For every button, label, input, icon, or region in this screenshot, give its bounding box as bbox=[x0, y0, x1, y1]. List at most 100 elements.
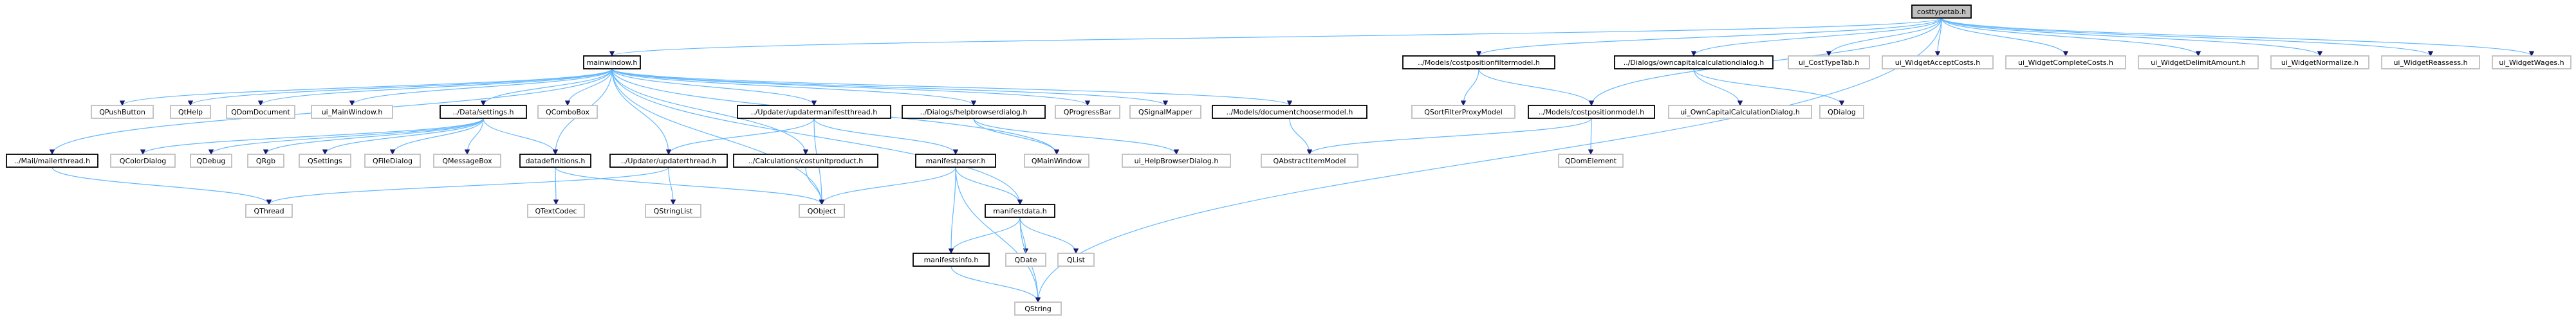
node-label: costtypetab.h bbox=[1917, 8, 1966, 16]
node-label: ui_MainWindow.h bbox=[322, 108, 383, 116]
node-label: QDomDocument bbox=[231, 108, 290, 116]
node-box bbox=[311, 105, 393, 119]
node-label: ../Models/documentchoosermodel.h bbox=[1227, 108, 1353, 116]
node-label: QList bbox=[1067, 256, 1086, 264]
edge-mainwindow-to-helpbrowserdialog bbox=[611, 68, 977, 106]
node-label: QProgressBar bbox=[1064, 108, 1112, 116]
edge-costtypetab-to-costpositionfiltermodel bbox=[1476, 17, 1942, 57]
edge-settings-to-datadefinitions bbox=[483, 118, 559, 155]
node-mainwindow[interactable]: mainwindow.h bbox=[583, 55, 641, 69]
node-ui-widgetdelimitamount: ui_WidgetDelimitAmount.h bbox=[2138, 55, 2259, 69]
edge-mainwindow-to-qprogressbar bbox=[611, 68, 1091, 106]
edge-helpbrowserdialog-to-ui-helpbrowserdialog bbox=[973, 118, 1180, 155]
node-box bbox=[1911, 4, 1972, 19]
edge-mainwindow-to-costunitproduct bbox=[611, 68, 809, 155]
node-label: ui_WidgetCompleteCosts.h bbox=[2018, 59, 2113, 67]
node-box bbox=[1129, 105, 1201, 119]
node-qprogressbar: QProgressBar bbox=[1055, 105, 1120, 119]
node-qtextcodec: QTextCodec bbox=[527, 204, 585, 218]
edges-layer bbox=[49, 17, 2534, 303]
node-helpbrowserdialog[interactable]: ../Dialogs/helpbrowserdialog.h bbox=[902, 105, 1046, 119]
node-box bbox=[2270, 55, 2369, 69]
node-label: ui_CostTypeTab.h bbox=[1799, 59, 1859, 67]
edge-costtypetab-to-ui-costtypetab bbox=[1826, 17, 1942, 57]
edge-mailerthread-to-qthread bbox=[51, 166, 272, 205]
node-qdate: QDate bbox=[1005, 253, 1046, 267]
edge-costtypetab-to-ui-widgetcompletecosts bbox=[1941, 17, 2069, 57]
node-label: QThread bbox=[254, 207, 284, 215]
node-box bbox=[1212, 105, 1367, 119]
node-label: QAbstractItemModel bbox=[1274, 157, 1346, 165]
node-label: ../Dialogs/helpbrowserdialog.h bbox=[920, 108, 1028, 116]
node-manifestdata[interactable]: manifestdata.h bbox=[985, 204, 1055, 218]
edge-mainwindow-to-qpushbutton bbox=[120, 68, 613, 106]
edge-updaterthread-to-qstringlist bbox=[668, 166, 676, 205]
node-settings[interactable]: ../Data/settings.h bbox=[440, 105, 527, 119]
node-box bbox=[1402, 55, 1555, 69]
node-qmessagebox: QMessageBox bbox=[433, 154, 501, 168]
node-qstring: QString bbox=[1014, 302, 1062, 316]
edge-mainwindow-to-qthelp bbox=[187, 68, 613, 106]
node-label: ui_WidgetNormalize.h bbox=[2281, 59, 2358, 67]
node-label: QColorDialog bbox=[120, 157, 166, 165]
node-box bbox=[519, 154, 591, 168]
edge-mainwindow-to-qdomdocument bbox=[257, 68, 613, 106]
node-mailerthread[interactable]: ../Mail/mailerthread.h bbox=[6, 154, 98, 168]
node-label: QFileDialog bbox=[373, 157, 412, 165]
node-datadefinitions[interactable]: datadefinitions.h bbox=[519, 154, 591, 168]
node-box bbox=[2138, 55, 2259, 69]
node-box bbox=[247, 154, 284, 168]
node-qmainwindow: QMainWindow bbox=[1024, 154, 1089, 168]
node-ui-widgetreassess: ui_WidgetReassess.h bbox=[2381, 55, 2480, 69]
node-box bbox=[1819, 105, 1864, 119]
node-label: ../Mail/mailerthread.h bbox=[14, 157, 90, 165]
node-box bbox=[1882, 55, 1994, 69]
node-label: QPushButton bbox=[99, 108, 145, 116]
edge-manifestdata-to-qlist bbox=[1019, 217, 1079, 254]
node-qthread: QThread bbox=[245, 204, 293, 218]
node-costpositionmodel[interactable]: ../Models/costpositionmodel.h bbox=[1528, 105, 1655, 119]
node-qabstractitemmodel: QAbstractItemModel bbox=[1261, 154, 1358, 168]
node-qrgb: QRgb bbox=[247, 154, 284, 168]
edge-helpbrowserdialog-to-qmainwindow bbox=[973, 118, 1060, 155]
node-qstringlist: QStringList bbox=[645, 204, 701, 218]
node-box bbox=[440, 105, 527, 119]
node-owncapitaldialog[interactable]: ../Dialogs/owncapitalcalculationdialog.h bbox=[1614, 55, 1774, 69]
node-documentchoosermodel[interactable]: ../Models/documentchoosermodel.h bbox=[1212, 105, 1367, 119]
node-qobject: QObject bbox=[799, 204, 845, 218]
node-label: ../Dialogs/owncapitalcalculationdialog.h bbox=[1624, 59, 1765, 67]
node-manifestparser[interactable]: manifestparser.h bbox=[915, 154, 996, 168]
node-updatermanifestthread[interactable]: ../Updater/updatermanifestthread.h bbox=[737, 105, 891, 119]
node-manifestsinfo[interactable]: manifestsinfo.h bbox=[913, 253, 990, 267]
node-label: QDate bbox=[1015, 256, 1037, 264]
node-qfiledialog: QFileDialog bbox=[364, 154, 421, 168]
node-qdialog: QDialog bbox=[1819, 105, 1864, 119]
edge-costtypetab-to-mainwindow bbox=[609, 17, 1942, 57]
edge-manifestsinfo-to-qstring bbox=[950, 266, 1041, 303]
edge-costunitproduct-to-qobject bbox=[805, 166, 825, 205]
node-box bbox=[1014, 302, 1062, 316]
edge-mainwindow-to-manifestdata bbox=[611, 68, 1023, 205]
node-costpositionfiltermodel[interactable]: ../Models/costpositionfiltermodel.h bbox=[1402, 55, 1555, 69]
node-costunitproduct[interactable]: ../Calculations/costunitproduct.h bbox=[733, 154, 878, 168]
node-costtypetab[interactable]: costtypetab.h bbox=[1911, 4, 1972, 19]
edge-manifestparser-to-qobject bbox=[819, 166, 956, 205]
node-box bbox=[1528, 105, 1655, 119]
edge-manifestdata-to-qdate bbox=[1019, 217, 1029, 254]
node-label: manifestparser.h bbox=[926, 157, 986, 165]
node-ui-widgetnormalize: ui_WidgetNormalize.h bbox=[2270, 55, 2369, 69]
edge-manifestparser-to-manifestsinfo bbox=[948, 166, 956, 254]
node-box bbox=[1788, 55, 1870, 69]
node-label: manifestsinfo.h bbox=[924, 256, 979, 264]
edge-mainwindow-to-qsignalmapper bbox=[611, 68, 1168, 106]
edge-manifestparser-to-qstring bbox=[955, 166, 1041, 303]
node-label: datadefinitions.h bbox=[526, 157, 586, 165]
node-updaterthread[interactable]: ../Updater/updaterthread.h bbox=[609, 154, 728, 168]
node-label: mainwindow.h bbox=[587, 59, 638, 67]
node-box bbox=[190, 154, 232, 168]
node-qdebug: QDebug bbox=[190, 154, 232, 168]
node-box bbox=[433, 154, 501, 168]
node-qdomelement: QDomElement bbox=[1558, 154, 1624, 168]
edge-updatermanifestthread-to-manifestparser bbox=[813, 118, 959, 155]
